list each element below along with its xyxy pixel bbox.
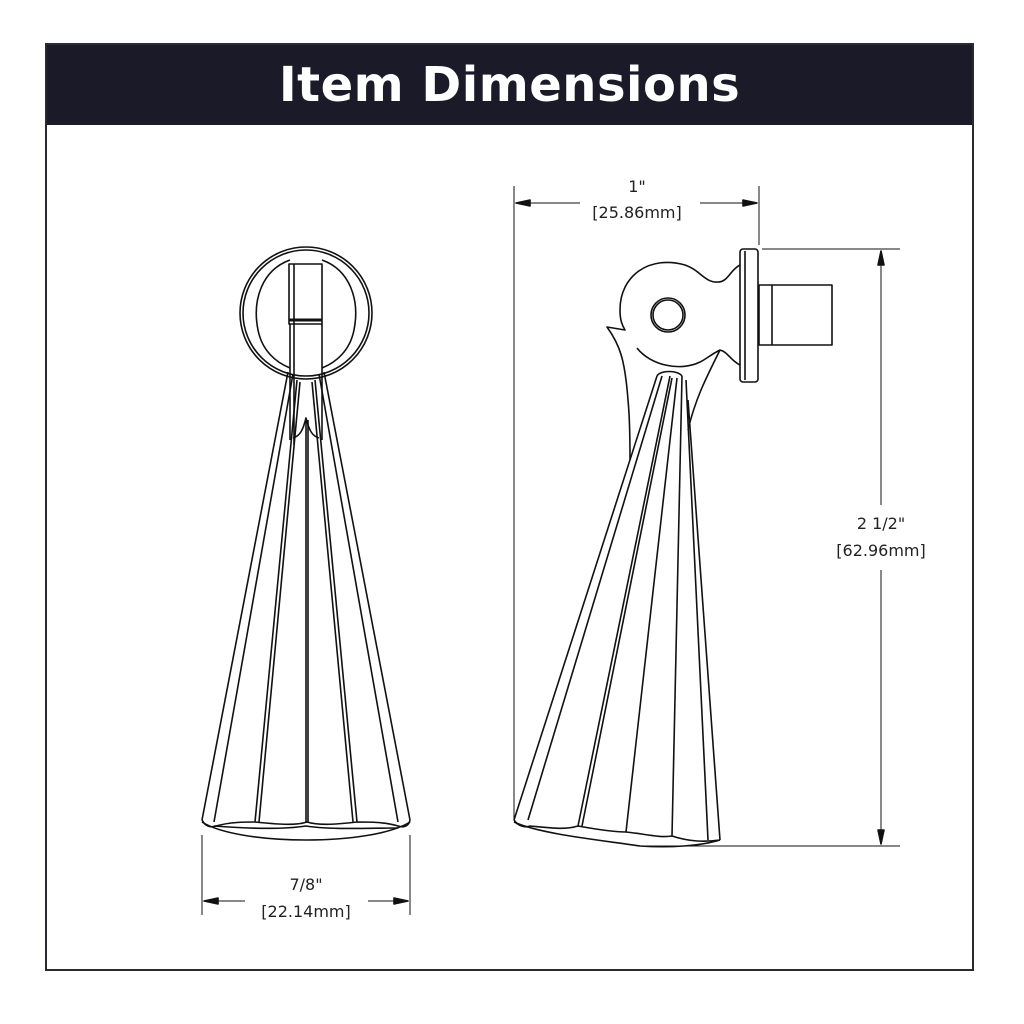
height-imperial-label: 2 1/2" [857, 514, 905, 533]
title-bar: Item Dimensions [47, 45, 972, 125]
dimension-depth [513, 186, 760, 820]
width-imperial-label: 7/8" [289, 875, 322, 894]
width-metric-label: [22.14mm] [261, 902, 350, 921]
dimension-width [201, 835, 411, 915]
height-metric-label: [62.96mm] [836, 541, 925, 560]
page-title: Item Dimensions [278, 57, 741, 113]
dimension-height [640, 248, 900, 847]
depth-metric-label: [25.86mm] [592, 203, 681, 222]
depth-imperial-label: 1" [628, 177, 646, 196]
front-view [201, 246, 411, 841]
side-view [513, 248, 833, 848]
diagram-frame: Item Dimensions [45, 43, 974, 971]
